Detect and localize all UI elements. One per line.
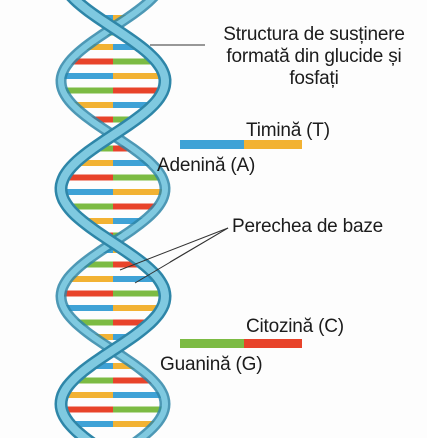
- guanine-label: Guanină (G): [160, 354, 263, 375]
- base-half-l: [89, 363, 113, 369]
- base-half-l: [75, 160, 113, 166]
- base-half-l: [67, 203, 113, 210]
- backbone-strand-b: [57, 0, 169, 438]
- base-half-l: [64, 305, 113, 311]
- base-pair-label: Perechea de baze: [232, 216, 384, 237]
- base-half-l: [61, 189, 113, 195]
- base-half-l: [67, 276, 113, 282]
- base-half-r: [113, 406, 165, 413]
- base-half-r: [113, 261, 144, 268]
- base-half-r: [113, 276, 159, 282]
- backbone-label: Structura de susținere formată din gluci…: [207, 24, 421, 90]
- base-half-l: [85, 44, 113, 50]
- guanine-bar: [180, 339, 244, 348]
- backbone-label-line3: fosfați: [289, 68, 339, 89]
- base-half-l: [90, 116, 113, 123]
- base-half-l: [62, 392, 113, 398]
- base-half-r: [113, 377, 154, 384]
- base-half-l: [62, 87, 113, 94]
- backbone-label-line1: Structura de susținere: [223, 24, 405, 45]
- sugar-phosphate-backbones: [54, 0, 172, 438]
- base-half-r: [113, 116, 136, 123]
- base-half-l: [63, 174, 113, 181]
- base-half-l: [69, 421, 113, 427]
- base-half-r: [113, 290, 165, 297]
- base-half-l: [93, 334, 113, 340]
- base-half-r: [113, 102, 154, 108]
- thymine-label: Timină (T): [246, 120, 330, 141]
- adenine-bar: [180, 140, 244, 149]
- cytosine-bar: [244, 339, 302, 348]
- base-half-r: [113, 305, 162, 311]
- base-half-r: [113, 392, 164, 398]
- base-pair-rungs: [61, 15, 165, 427]
- backbone-label-line2: formată din glucide și: [226, 46, 402, 67]
- legend-adenine-thymine-bar: [180, 140, 302, 149]
- thymine-bar: [244, 140, 302, 149]
- base-half-r: [113, 218, 144, 224]
- base-pair-pointer-1: [119, 227, 229, 271]
- base-half-r: [113, 319, 151, 326]
- base-half-r: [113, 44, 141, 50]
- base-half-l: [61, 290, 113, 297]
- base-half-l: [72, 102, 113, 108]
- base-half-r: [113, 189, 165, 195]
- base-half-l: [82, 218, 113, 224]
- base-pair-pointer-3: [169, 227, 229, 263]
- legend-guanine-cytosine-bar: [180, 339, 302, 348]
- base-half-r: [113, 174, 163, 181]
- base-half-r: [113, 363, 137, 369]
- base-half-r: [113, 73, 165, 79]
- base-half-l: [72, 377, 113, 384]
- base-half-l: [61, 73, 113, 79]
- base-half-r: [113, 58, 157, 65]
- adenine-label: Adenină (A): [157, 155, 256, 176]
- base-half-l: [82, 261, 113, 268]
- base-half-r: [113, 160, 151, 166]
- base-half-l: [61, 406, 113, 413]
- base-half-r: [113, 421, 157, 427]
- backbone-strand-a: [56, 0, 170, 438]
- base-half-l: [75, 319, 113, 326]
- base-half-r: [113, 203, 159, 210]
- base-half-r: [113, 87, 164, 94]
- cytosine-label: Citozină (C): [246, 316, 344, 337]
- base-half-l: [69, 58, 113, 65]
- base-half-r: [113, 145, 133, 152]
